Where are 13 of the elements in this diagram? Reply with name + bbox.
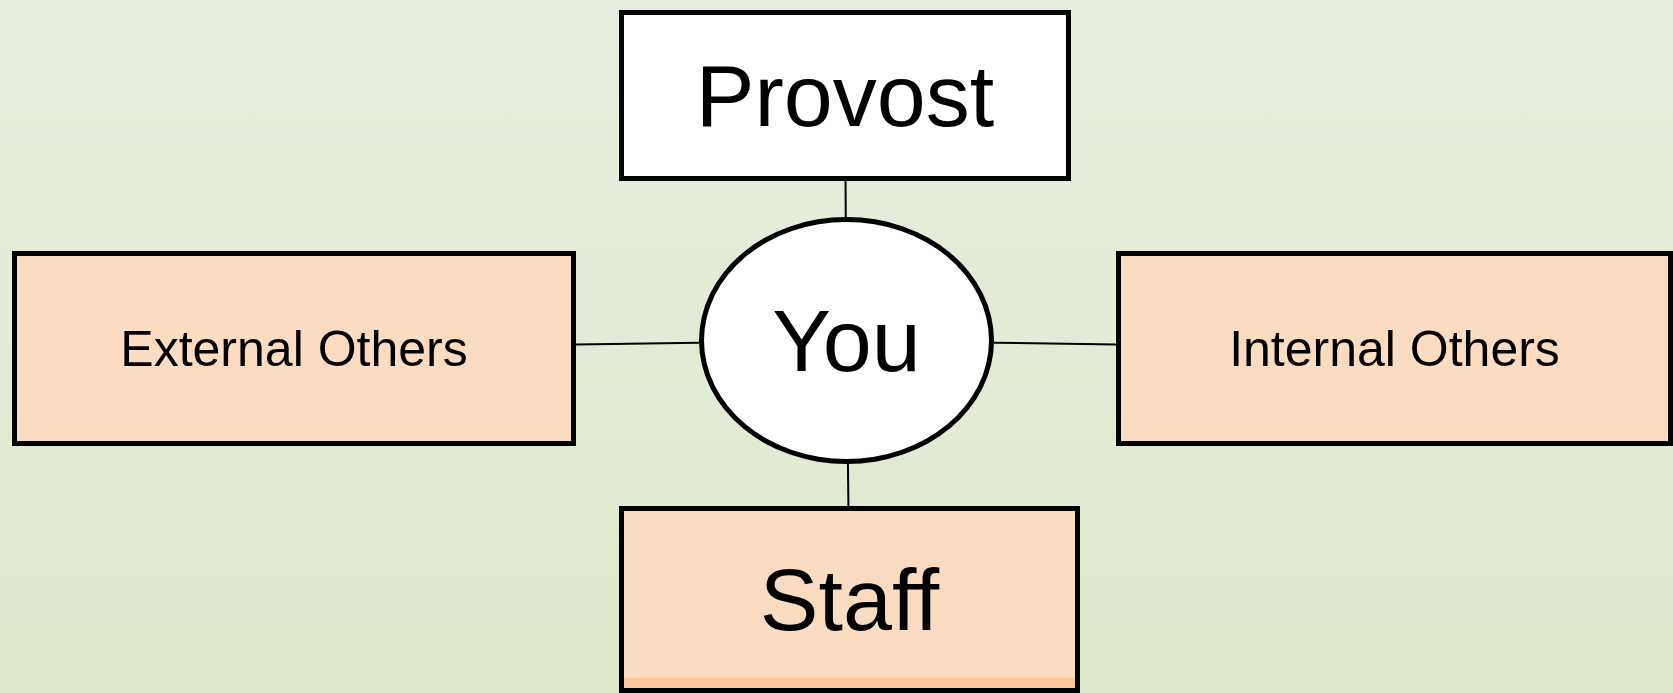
process-box bbox=[12, 251, 576, 446]
node-label: You bbox=[772, 296, 921, 385]
connector-line bbox=[993, 341, 1117, 346]
title-box bbox=[619, 10, 1071, 181]
connector-line bbox=[844, 180, 847, 218]
node-label: Provost bbox=[695, 51, 995, 140]
node-label: External Others bbox=[120, 323, 468, 374]
process-box bbox=[619, 506, 1080, 693]
node-label: Internal Others bbox=[1229, 323, 1560, 374]
connector-line bbox=[846, 463, 850, 507]
process-box bbox=[1116, 251, 1673, 446]
node-label: Staff bbox=[759, 555, 940, 644]
connector-line bbox=[575, 341, 700, 346]
